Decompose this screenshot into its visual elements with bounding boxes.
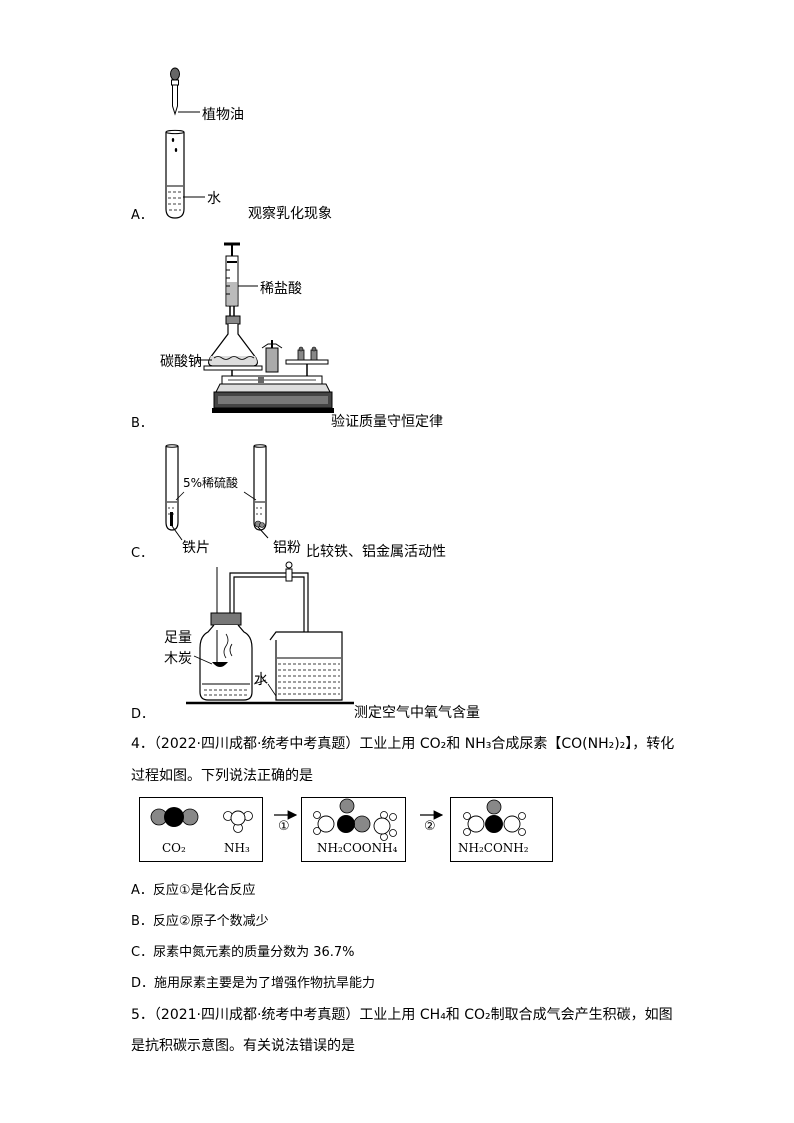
option-a-caption: 观察乳化现象	[248, 206, 332, 222]
sodium-carbonate-label: 碳酸钠	[160, 354, 202, 370]
two-test-tubes-diagram	[165, 444, 269, 541]
option-d-caption: 测定空气中氧气含量	[354, 705, 480, 721]
urea-label: NH₂CONH₂	[458, 841, 529, 855]
q4-option-a[interactable]: A．反应①是化合反应	[131, 883, 256, 898]
molecule-models-diagram	[150, 798, 526, 841]
water-label-d: 水	[254, 672, 268, 688]
q4-option-b[interactable]: B．反应②原子个数减少	[131, 914, 269, 929]
option-b-caption: 验证质量守恒定律	[331, 414, 443, 430]
q4-stem-line1: 4．（2022·四川成都·统考中考真题）工业上用 CO₂和 NH₃合成尿素【CO…	[131, 736, 675, 752]
q5-stem-line2: 是抗积碳示意图。有关说法错误的是	[131, 1038, 355, 1054]
q5-stem-line1: 5．（2021·四川成都·统考中考真题）工业上用 CH₄和 CO₂制取合成气会产…	[131, 1007, 673, 1023]
hcl-label: 稀盐酸	[260, 281, 302, 297]
option-a-label: A．	[131, 208, 153, 223]
option-b-label: B．	[131, 416, 153, 431]
intermediate-label: NH₂COONH₄	[317, 841, 398, 855]
option-c-caption: 比较铁、铝金属活动性	[306, 544, 446, 560]
balance-apparatus-diagram	[197, 242, 334, 413]
oxygen-content-apparatus-diagram	[186, 561, 354, 705]
dropper-and-test-tube-diagram	[165, 67, 205, 219]
oil-label: 植物油	[202, 107, 244, 123]
aluminum-powder-label: 铝粉	[273, 540, 301, 556]
option-c-label: C．	[131, 546, 154, 561]
q4-stem-line2: 过程如图。下列说法正确的是	[131, 768, 313, 784]
water-label: 水	[207, 191, 221, 207]
iron-sheet-label: 铁片	[182, 540, 210, 556]
q4-option-d[interactable]: D．施用尿素主要是为了增强作物抗旱能力	[131, 976, 376, 991]
co2-label: CO₂	[162, 841, 186, 855]
step-1-marker: ①	[278, 819, 290, 834]
option-d-label: D．	[131, 707, 155, 722]
step-2-marker: ②	[424, 819, 436, 834]
charcoal-label-1: 足量	[164, 630, 192, 646]
nh3-label: NH₃	[224, 841, 250, 855]
q4-option-c[interactable]: C．尿素中氮元素的质量分数为 36.7%	[131, 945, 355, 960]
dilute-h2so4-label: 5%稀硫酸	[183, 476, 239, 490]
charcoal-label-2: 木炭	[164, 651, 192, 667]
